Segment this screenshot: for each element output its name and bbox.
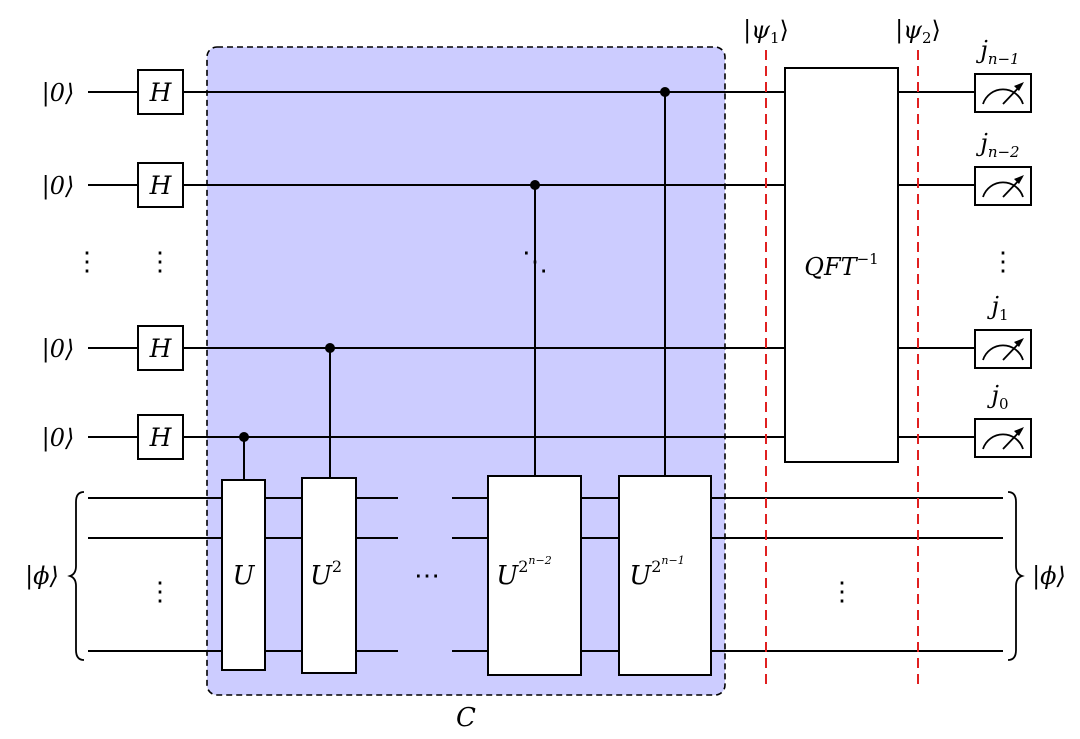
hadamard-gate: H — [137, 69, 184, 115]
horizontal-ellipsis: ⋯ — [414, 561, 440, 591]
left-brace — [67, 491, 85, 661]
gate-u-squared-label: U2 — [310, 557, 342, 591]
hadamard-gate: H — [137, 325, 184, 371]
gate-u-power-n-minus-1-label: U2n−1 — [629, 554, 684, 591]
gate-u-power-n-minus-2-label: U2n−2 — [496, 554, 551, 591]
control-dot — [660, 87, 670, 97]
inverse-qft-label: QFT−1 — [804, 250, 878, 281]
output-label-j-1: j1 — [987, 292, 1009, 324]
vertical-ellipsis: ⋮ — [829, 577, 855, 607]
control-dot — [239, 432, 249, 442]
control-dot — [325, 343, 335, 353]
gate-u-power-n-minus-2: U2n−2 — [487, 475, 582, 676]
inverse-qft-gate: QFT−1 — [784, 67, 899, 463]
right-brace — [1007, 491, 1025, 661]
meter-icon — [974, 73, 1032, 113]
register-output-label: |ϕ⟩ — [1032, 562, 1066, 591]
hadamard-label: H — [149, 334, 173, 363]
input-ket-zero: |0⟩ — [42, 79, 75, 108]
meter-icon — [974, 418, 1032, 458]
vertical-ellipsis: ⋮ — [147, 247, 173, 277]
gate-u-label: U — [233, 561, 256, 591]
input-ket-zero: |0⟩ — [42, 335, 75, 364]
region-label: C — [456, 703, 476, 733]
vertical-ellipsis: ⋮ — [147, 577, 173, 607]
register-input-label: |ϕ⟩ — [25, 562, 59, 591]
hadamard-label: H — [149, 423, 173, 452]
hadamard-gate: H — [137, 414, 184, 460]
psi2-label: |ψ2⟩ — [895, 16, 941, 47]
hadamard-label: H — [149, 78, 173, 107]
hadamard-gate: H — [137, 162, 184, 208]
control-lines — [239, 87, 670, 480]
qubit-wires — [88, 91, 975, 438]
output-label-j-0: j0 — [987, 381, 1009, 413]
diagonal-ellipsis: ⋱ — [522, 247, 548, 277]
input-ket-zero: |0⟩ — [42, 424, 75, 453]
psi1-label: |ψ1⟩ — [743, 16, 789, 47]
vertical-ellipsis: ⋮ — [74, 247, 100, 277]
output-label-j-n-minus-1: jn−1 — [975, 36, 1019, 68]
meter-icon — [974, 329, 1032, 369]
gate-u-power-n-minus-1: U2n−1 — [618, 475, 712, 676]
output-label-j-n-minus-2: jn−2 — [975, 129, 1019, 161]
gate-u-squared: U2 — [301, 477, 357, 674]
meter-icon — [974, 166, 1032, 206]
hadamard-label: H — [149, 171, 173, 200]
gate-u: U — [221, 479, 266, 671]
input-ket-zero: |0⟩ — [42, 172, 75, 201]
vertical-ellipsis: ⋮ — [990, 247, 1016, 277]
control-dot — [530, 180, 540, 190]
